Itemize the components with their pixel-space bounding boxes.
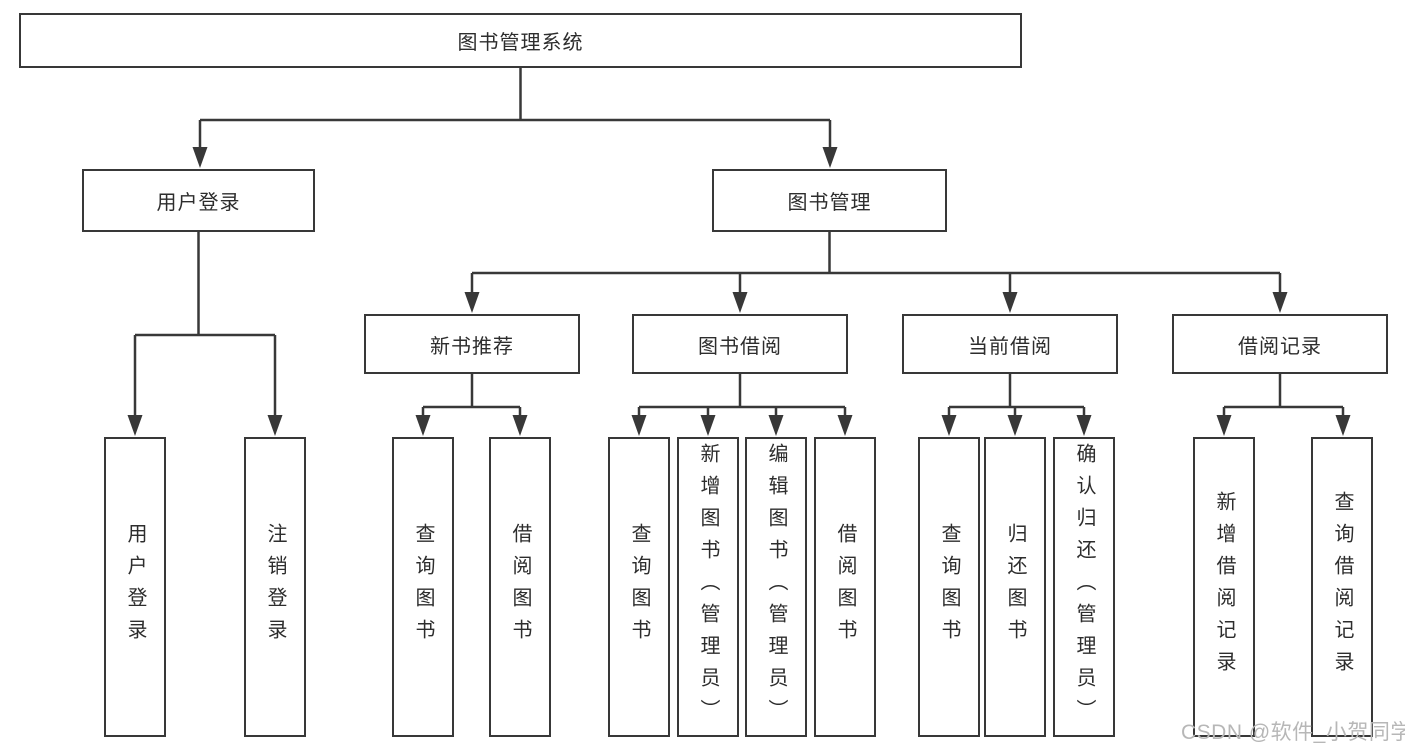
leaf-user-login: 用户登录 bbox=[104, 437, 166, 737]
node-borrowing-records: 借阅记录 bbox=[1172, 314, 1388, 374]
leaf-current-query-books-label: 查询图书 bbox=[938, 523, 960, 651]
leaf-current-query-books: 查询图书 bbox=[918, 437, 980, 737]
node-user-login-label: 用户登录 bbox=[156, 192, 241, 214]
node-root-label: 图书管理系统 bbox=[457, 32, 584, 54]
leaf-return-books: 归还图书 bbox=[984, 437, 1046, 737]
arrowheads bbox=[127, 147, 1351, 436]
leaf-confirm-return-admin: 确认归还（管理员） bbox=[1053, 437, 1115, 737]
leaf-borrow-books-label: 借阅图书 bbox=[834, 523, 856, 651]
node-book-management: 图书管理 bbox=[712, 169, 947, 232]
node-book-borrowing: 图书借阅 bbox=[632, 314, 848, 374]
node-user-login: 用户登录 bbox=[82, 169, 315, 232]
leaf-recommend-query-books-label: 查询图书 bbox=[412, 523, 434, 651]
leaf-recommend-borrow-books: 借阅图书 bbox=[489, 437, 551, 737]
leaf-query-borrow-record: 查询借阅记录 bbox=[1311, 437, 1373, 737]
leaf-user-login-label: 用户登录 bbox=[124, 523, 146, 651]
node-borrowing-records-label: 借阅记录 bbox=[1238, 335, 1322, 358]
leaf-recommend-borrow-books-label: 借阅图书 bbox=[509, 523, 531, 651]
leaf-add-books-admin-label: 新增图书（管理员） bbox=[697, 443, 719, 731]
leaf-add-borrow-record-label: 新增借阅记录 bbox=[1213, 491, 1235, 683]
node-new-book-recommend-label: 新书推荐 bbox=[430, 335, 514, 358]
node-book-borrowing-label: 图书借阅 bbox=[698, 335, 782, 358]
leaf-logout-label: 注销登录 bbox=[264, 523, 286, 651]
leaf-edit-books-admin-label: 编辑图书（管理员） bbox=[765, 443, 787, 731]
leaf-borrow-books: 借阅图书 bbox=[814, 437, 876, 737]
leaf-logout: 注销登录 bbox=[244, 437, 306, 737]
leaf-query-borrow-record-label: 查询借阅记录 bbox=[1331, 491, 1353, 683]
leaf-add-borrow-record: 新增借阅记录 bbox=[1193, 437, 1255, 737]
leaf-recommend-query-books: 查询图书 bbox=[392, 437, 454, 737]
leaf-borrowing-query-books-label: 查询图书 bbox=[628, 523, 650, 651]
node-current-borrowing: 当前借阅 bbox=[902, 314, 1118, 374]
leaf-edit-books-admin: 编辑图书（管理员） bbox=[745, 437, 807, 737]
csdn-watermark: CSDN @软件_小贺同学 bbox=[1181, 721, 1405, 744]
leaf-borrowing-query-books: 查询图书 bbox=[608, 437, 670, 737]
leaf-return-books-label: 归还图书 bbox=[1004, 523, 1026, 651]
node-new-book-recommend: 新书推荐 bbox=[364, 314, 580, 374]
node-current-borrowing-label: 当前借阅 bbox=[968, 335, 1052, 358]
leaf-confirm-return-admin-label: 确认归还（管理员） bbox=[1073, 443, 1095, 731]
node-root: 图书管理系统 bbox=[19, 13, 1022, 68]
node-book-management-label: 图书管理 bbox=[787, 192, 872, 214]
leaf-add-books-admin: 新增图书（管理员） bbox=[677, 437, 739, 737]
